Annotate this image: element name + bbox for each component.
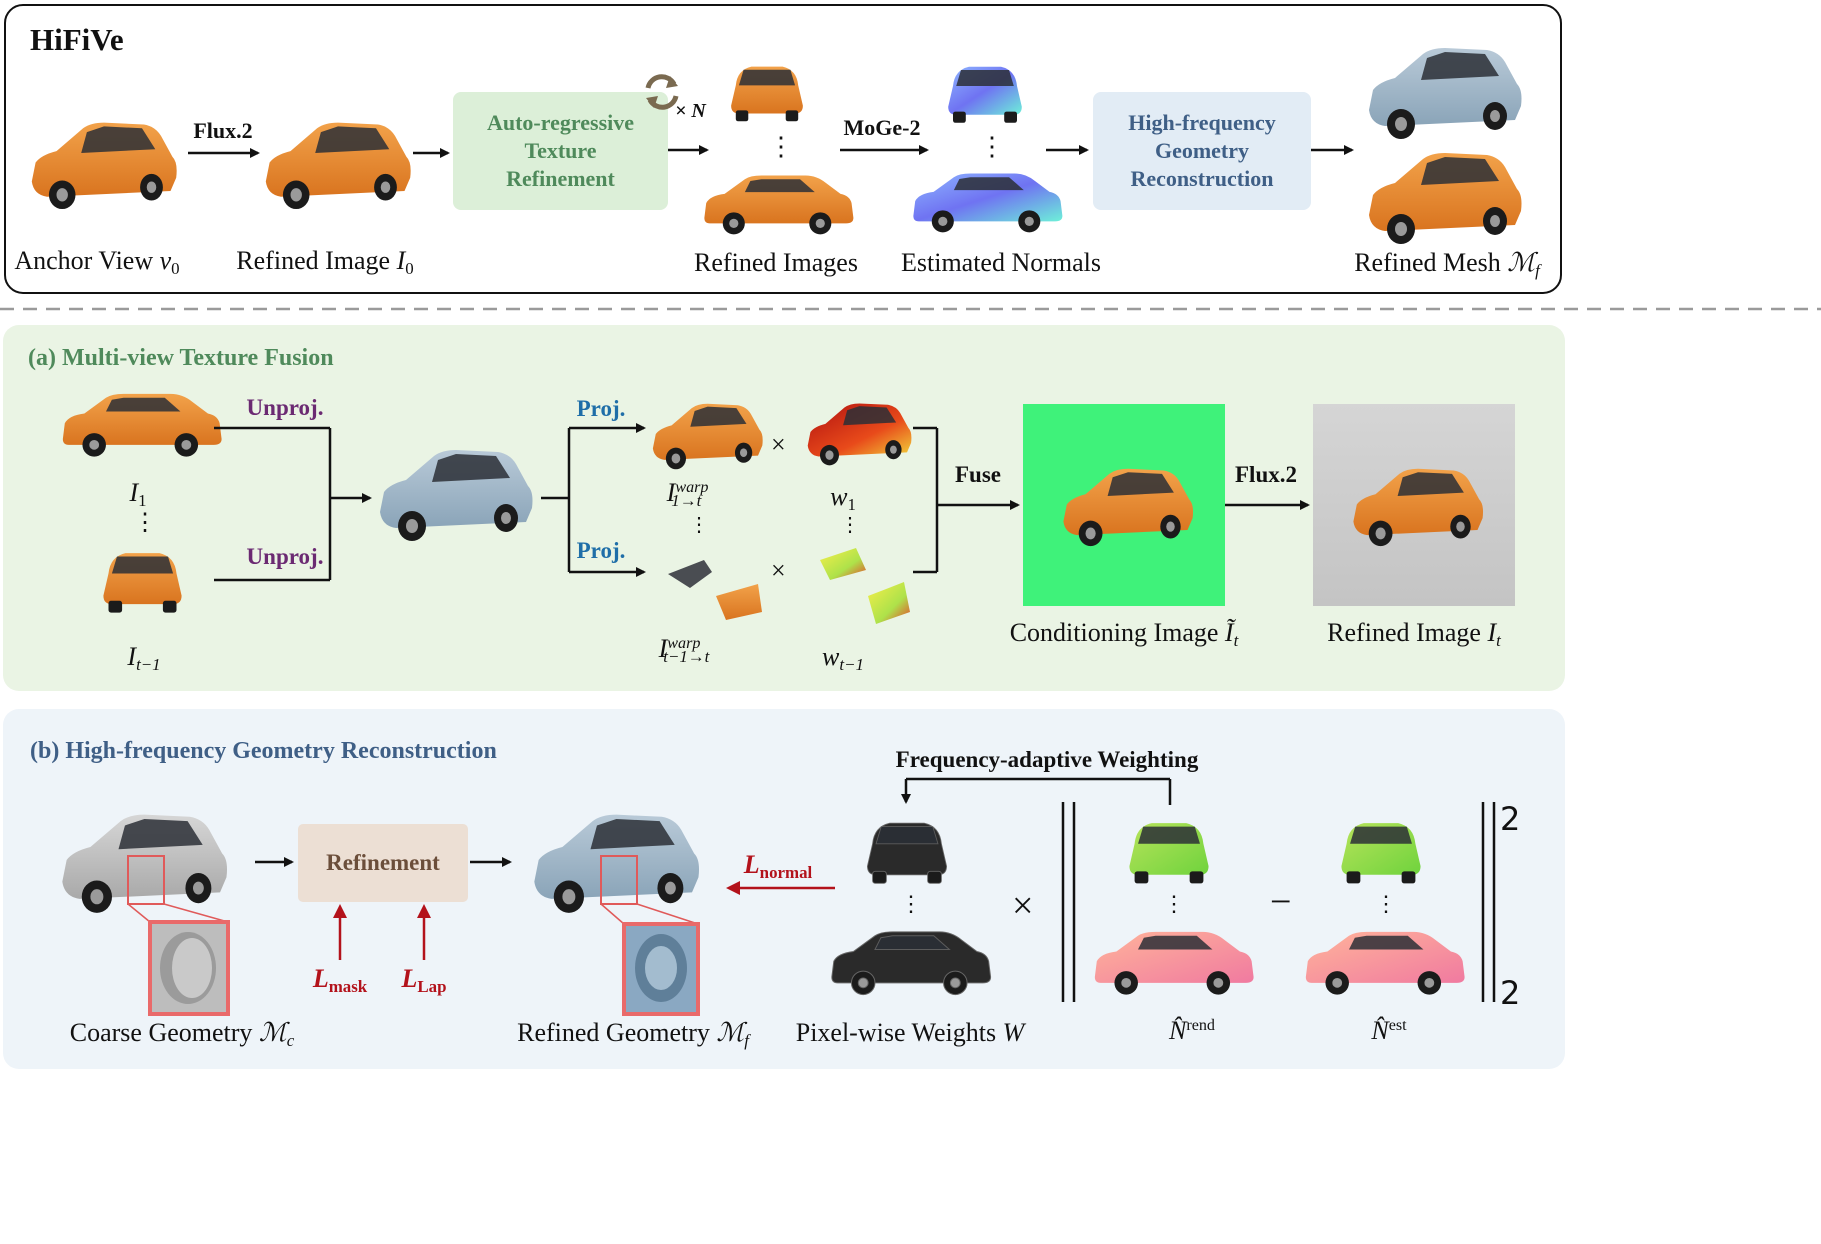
- hf-box-bg: [1093, 92, 1311, 210]
- a-w2-label: wt−1: [822, 642, 864, 675]
- a-weight2-frag2: [868, 582, 910, 624]
- a-i1-label: I1: [129, 478, 147, 511]
- refined-images-label: Refined Images: [694, 248, 858, 277]
- b-weights-dots: ⋮: [900, 892, 922, 917]
- b-nest-dots: ⋮: [1375, 892, 1397, 917]
- unproj-top-label: Unproj.: [246, 395, 324, 420]
- n-est-label: N̂est: [1371, 1016, 1407, 1045]
- b-coarse-zoom-box: [127, 855, 165, 905]
- refresh-icon: [645, 74, 679, 110]
- fuse-label: Fuse: [955, 462, 1001, 487]
- pixel-weights-label: Pixel-wise Weights W: [795, 1018, 1025, 1047]
- refinement-box: Refinement: [326, 850, 440, 875]
- a-times-top: ×: [771, 430, 786, 459]
- norm-subscript: 2: [1500, 974, 1521, 1012]
- flux-a-label: Flux.2: [1235, 462, 1297, 487]
- b-nest-rear: [1341, 823, 1421, 884]
- a-warp2-frag2: [716, 584, 762, 620]
- hf-reconstruction-box: High-frequency Geometry Reconstruction: [1128, 110, 1276, 191]
- norm-exponent: 2: [1500, 800, 1521, 838]
- a-mid-dots-right: ⋮: [840, 512, 860, 536]
- l-normal-label: Lnormal: [743, 850, 813, 883]
- b-weights-rear: [867, 822, 947, 884]
- a-times-bottom: ×: [771, 556, 786, 585]
- top-title: HiFiVe: [30, 22, 124, 57]
- moge-label: MoGe-2: [843, 115, 921, 140]
- a-left-dots: ⋮: [133, 508, 157, 536]
- b-nrend-rear: [1129, 823, 1209, 884]
- refined-images-dots: ⋮: [768, 132, 794, 162]
- refined-geometry-label: Refined Geometry ℳf: [517, 1018, 749, 1051]
- section-a-title: (a) Multi-view Texture Fusion: [28, 345, 334, 371]
- flux-top-label: Flux.2: [193, 118, 253, 143]
- n-rend-label: N̂rend: [1169, 1016, 1215, 1045]
- b-minus: −: [1270, 881, 1292, 923]
- a-w1-label: w1: [830, 482, 856, 515]
- normals-dots: ⋮: [979, 132, 1005, 162]
- normals-top-car: [948, 66, 1022, 123]
- refinement-box-bg: [298, 824, 468, 902]
- a-weight2-frag1: [820, 548, 866, 580]
- refined-image-a-label: Refined Image It: [1327, 618, 1501, 651]
- proj-bottom-label: Proj.: [576, 538, 626, 563]
- conditioning-image-label: Conditioning Image Ĩt: [1009, 618, 1239, 651]
- a-car-it1: [103, 553, 182, 613]
- refined-images-top-car: [731, 66, 803, 122]
- l-lap-label: LLap: [401, 964, 447, 997]
- refined-image-label: Refined Image I0: [236, 246, 414, 279]
- a-warp1-label: Iwarp1→t: [666, 478, 709, 511]
- a-warp2-frag1: [668, 560, 712, 588]
- times-n-label: × N: [675, 100, 706, 122]
- l-mask-label: Lmask: [312, 964, 368, 997]
- b-nrend-dots: ⋮: [1163, 892, 1185, 917]
- b-times: ×: [1012, 885, 1034, 927]
- unproj-bottom-label: Unproj.: [246, 544, 324, 569]
- section-b-title: (b) High-frequency Geometry Reconstructi…: [30, 738, 497, 764]
- a-warp2-label: Iwarpt−1→t: [658, 634, 710, 667]
- a-it1-label: It−1: [127, 642, 161, 675]
- freq-weighting-label: Frequency-adaptive Weighting: [895, 747, 1199, 772]
- anchor-view-label: Anchor View v0: [14, 246, 180, 279]
- ar-box-bg: [453, 92, 668, 210]
- refined-mesh-label: Refined Mesh ℳf: [1354, 248, 1540, 281]
- estimated-normals-label: Estimated Normals: [900, 248, 1102, 277]
- b-refined-zoom-box: [600, 855, 638, 905]
- proj-top-label: Proj.: [576, 396, 626, 421]
- ar-refinement-box: Auto-regressive Texture Refinement: [486, 110, 635, 191]
- a-mid-dots-left: ⋮: [689, 512, 709, 536]
- coarse-geometry-label: Coarse Geometry ℳc: [69, 1018, 295, 1051]
